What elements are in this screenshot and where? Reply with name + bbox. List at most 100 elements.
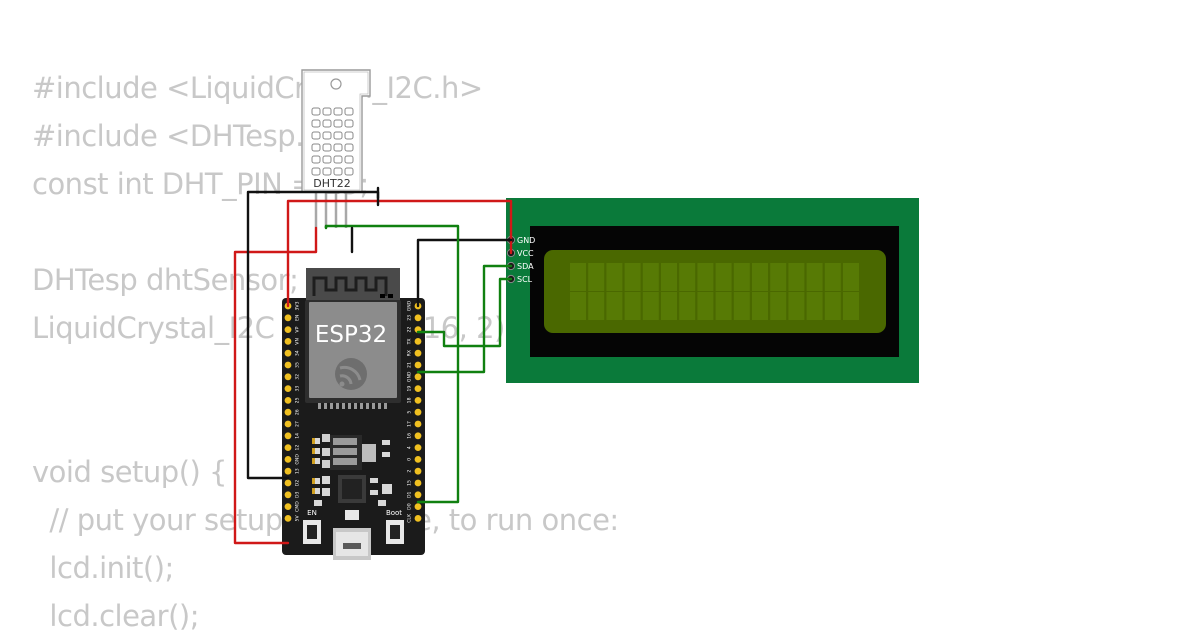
wire-gnd-lcd[interactable] [416, 238, 513, 308]
code-line: lcd.clear(); [32, 599, 199, 633]
esp32-pin-label: VN [295, 338, 301, 345]
esp32-pin-label: 25 [295, 397, 301, 403]
boot-button[interactable] [386, 520, 404, 544]
esp32-pin-label: D2 [295, 480, 301, 487]
esp32-pin-left[interactable] [284, 397, 292, 404]
esp32-pin-right[interactable] [414, 420, 422, 428]
dht22-sensor[interactable]: DHT22 [301, 69, 371, 228]
esp32-pin-right[interactable] [414, 361, 422, 369]
esp32-pin-left[interactable] [284, 420, 292, 428]
micro-usb-port[interactable] [333, 510, 371, 560]
esp32-pin-label: 34 [295, 350, 301, 356]
esp32-pin-right[interactable] [414, 432, 422, 440]
esp32-pin-label: 15 [407, 480, 413, 486]
lcd-char-cell [697, 292, 714, 320]
esp32-pin-left[interactable] [284, 408, 292, 416]
esp32-pin-label: D3 [295, 491, 301, 498]
esp32-pin-left[interactable] [284, 326, 292, 333]
esp32-pin-left[interactable] [284, 373, 292, 381]
lcd-char-cell [661, 263, 677, 291]
esp32-pin-left[interactable] [284, 503, 292, 510]
esp32-pin-left[interactable] [284, 479, 292, 487]
esp32-pin-right[interactable] [414, 444, 422, 451]
esp32-pin-left[interactable] [284, 456, 292, 463]
esp32-pin-label: RX [407, 350, 413, 356]
esp32-pin-label: 32 [295, 374, 301, 380]
esp32-pin-right[interactable] [414, 408, 422, 416]
esp32-pin-left[interactable] [284, 349, 292, 357]
wire-vcc-lcd[interactable] [286, 199, 513, 308]
esp32-pin-right[interactable] [414, 503, 422, 510]
lcd-char-cell [624, 263, 641, 291]
esp32-pin-label: EN [295, 315, 301, 321]
esp32-pin-right[interactable] [414, 491, 422, 499]
esp32-board[interactable]: ESP32 [282, 268, 425, 560]
esp32-pin-label: D1 [407, 491, 413, 498]
esp32-pin-left[interactable] [284, 432, 292, 440]
esp32-label: ESP32 [315, 322, 387, 348]
esp32-pin-left[interactable] [284, 338, 292, 345]
lcd-char-cell [770, 292, 787, 320]
esp32-pin-right[interactable] [414, 338, 422, 345]
esp32-pin-left[interactable] [284, 491, 292, 499]
esp32-pin-left[interactable] [284, 515, 292, 522]
dht22-vent [333, 131, 343, 140]
esp32-pin-label: TX [407, 338, 413, 345]
en-button[interactable] [303, 520, 321, 544]
esp32-pin-left[interactable] [284, 361, 292, 369]
esp32-pin-label: 14 [295, 433, 301, 439]
esp32-pin-label: GND [295, 454, 301, 465]
lcd-char-cell [715, 263, 732, 291]
esp32-pin-label: 19 [407, 386, 413, 392]
lcd-char-cell [715, 292, 732, 320]
esp32-pin-right[interactable] [414, 467, 422, 475]
lcd-char-cell [679, 263, 696, 291]
esp32-pin-left[interactable] [284, 314, 292, 322]
esp32-pin-left[interactable] [284, 467, 292, 475]
smd-components [312, 434, 392, 506]
wire-sda[interactable] [416, 264, 513, 374]
code-line: lcd.init(); [32, 551, 174, 585]
esp32-pin-left[interactable] [284, 385, 292, 392]
esp32-pin-right[interactable] [414, 373, 422, 381]
dht22-vent [311, 119, 321, 128]
lcd-char-cell [788, 292, 805, 320]
lcd-char-cell [806, 263, 823, 291]
esp32-pin-label: 5V [295, 515, 301, 522]
esp32-pin-right[interactable] [414, 397, 422, 404]
esp32-pin-label: 23 [407, 315, 413, 321]
esp32-pin-right[interactable] [414, 479, 422, 487]
code-line: DHTesp dhtSensor; [32, 263, 299, 297]
wire-vcc-dht[interactable] [233, 226, 318, 545]
wire-gnd-dht[interactable] [246, 190, 380, 480]
lcd-char-cell [843, 292, 859, 320]
lcd-screen [544, 250, 886, 333]
esp32-shield [309, 302, 397, 398]
esp32-pin-left[interactable] [284, 444, 292, 451]
espressif-logo-icon [335, 358, 367, 390]
lcd-char-cell [642, 263, 659, 291]
dht22-mount-hole [330, 78, 342, 90]
wire-scl[interactable] [416, 277, 513, 348]
dht22-vent [311, 167, 321, 176]
dht22-vent [322, 155, 332, 164]
esp32-pin-label: 13 [295, 468, 301, 474]
code-line: void setup() { [32, 455, 227, 489]
dht22-vent [344, 131, 354, 140]
en-label: EN [307, 509, 317, 517]
dht22-vent [322, 167, 332, 176]
esp32-pin-right[interactable] [414, 456, 422, 463]
lcd-char-cell [824, 292, 841, 320]
esp32-pin-label: CMD [295, 501, 301, 512]
esp32-pin-right[interactable] [414, 349, 422, 357]
lcd-char-cell [843, 263, 859, 291]
esp32-pin-right[interactable] [414, 314, 422, 322]
lcd-char-cell [679, 292, 696, 320]
esp32-pin-right[interactable] [414, 385, 422, 392]
lcd-pin-label: SCL [517, 275, 533, 284]
antenna-trace [312, 276, 388, 296]
esp32-pin-right[interactable] [414, 515, 422, 522]
dht22-vent [333, 143, 343, 152]
esp32-pin-label: 27 [295, 421, 301, 427]
